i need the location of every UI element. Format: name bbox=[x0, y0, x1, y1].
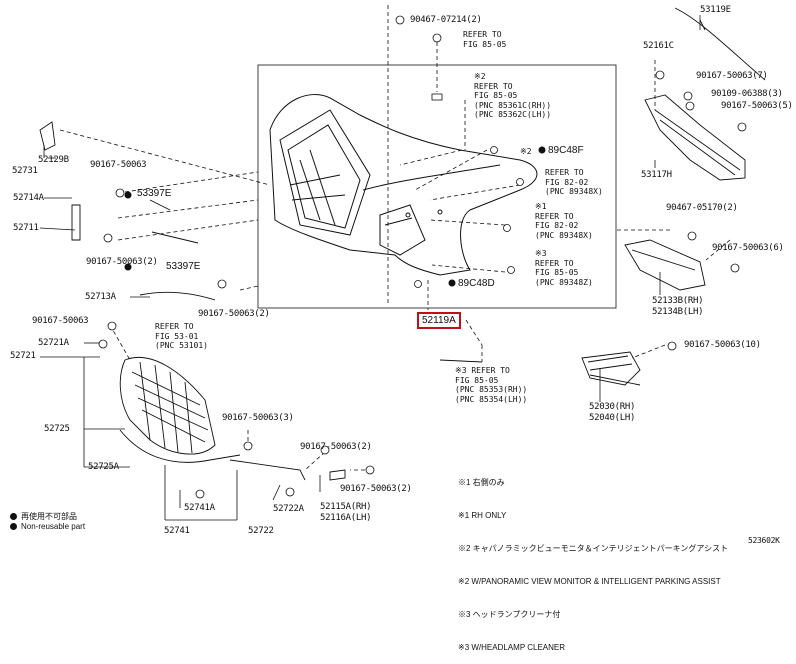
label-90167-50063-2d[interactable]: 90167-50063(2) bbox=[340, 484, 412, 494]
label-52115A[interactable]: 52115A(RH) bbox=[320, 502, 372, 512]
label-52722A[interactable]: 52722A bbox=[273, 504, 304, 514]
label-53397E-a[interactable]: 53397E bbox=[137, 188, 172, 199]
non-reusable-dot-icon bbox=[10, 513, 17, 520]
non-reusable-dot-icon bbox=[10, 523, 17, 530]
ref-mark-2: ※2 bbox=[520, 147, 532, 156]
label-52725A[interactable]: 52725A bbox=[88, 462, 119, 472]
label-90167-50063-2c[interactable]: 90167-50063(2) bbox=[300, 442, 372, 452]
legend: 再使用不可部品 Non-reusable part bbox=[10, 512, 85, 532]
highlighted-part-52119A[interactable]: 52119A bbox=[417, 312, 461, 329]
bracket-drawings bbox=[39, 7, 766, 481]
ref-pnc-85353[interactable]: ※3 REFER TO FIG 85-05 (PNC 85353(RH)) (P… bbox=[455, 366, 528, 404]
label-52711[interactable]: 52711 bbox=[13, 223, 39, 233]
ref-fig-53-01[interactable]: REFER TO FIG 53-01 (PNC 53101) bbox=[155, 322, 208, 350]
label-90167-50063-5[interactable]: 90167-50063(5) bbox=[721, 101, 793, 111]
label-52116A[interactable]: 52116A(LH) bbox=[320, 513, 372, 523]
note-1: ※1 右側のみ bbox=[458, 478, 505, 487]
label-52725[interactable]: 52725 bbox=[44, 424, 70, 434]
label-90167-50063-6[interactable]: 90167-50063(6) bbox=[712, 243, 784, 253]
label-52133B[interactable]: 52133B(RH) bbox=[652, 296, 704, 306]
label-90467-07214[interactable]: 90467-07214(2) bbox=[410, 15, 482, 25]
lamp-bezel-drawing bbox=[581, 351, 641, 386]
label-90167-50063-a[interactable]: 90167-50063 bbox=[90, 160, 147, 170]
label-53119E[interactable]: 53119E bbox=[700, 5, 731, 15]
front-bumper-cover-drawing bbox=[269, 94, 538, 276]
label-89C48F[interactable]: 89C48F bbox=[548, 145, 584, 156]
label-52741[interactable]: 52741 bbox=[164, 526, 190, 536]
label-90109-06388[interactable]: 90109-06388(3) bbox=[711, 89, 783, 99]
label-90167-50063-b[interactable]: 90167-50063 bbox=[32, 316, 89, 326]
non-reusable-dots bbox=[124, 146, 546, 287]
label-52713A[interactable]: 52713A bbox=[85, 292, 116, 302]
ref-fig-85-05-b[interactable]: ※3 REFER TO FIG 85-05 (PNC 89348Z) bbox=[535, 249, 593, 287]
ref-fig-85-05-top[interactable]: REFER TO FIG 85-05 bbox=[463, 30, 507, 49]
label-90167-50063-7[interactable]: 90167-50063(7) bbox=[696, 71, 768, 81]
label-90167-50063-3[interactable]: 90167-50063(3) bbox=[222, 413, 294, 423]
label-90167-50063-2a[interactable]: 90167-50063(2) bbox=[86, 257, 158, 267]
label-52040[interactable]: 52040(LH) bbox=[589, 413, 636, 423]
ref-fig-82-02-a[interactable]: REFER TO FIG 82-02 (PNC 89348X) bbox=[545, 168, 603, 196]
legend-line2: Non-reusable part bbox=[21, 522, 86, 531]
footer-code: 523602K bbox=[748, 536, 780, 545]
lower-grille-drawing bbox=[119, 356, 241, 463]
label-52030[interactable]: 52030(RH) bbox=[589, 402, 636, 412]
label-90467-05170[interactable]: 90467-05170(2) bbox=[666, 203, 738, 213]
note-6: ※3 W/HEADLAMP CLEANER bbox=[458, 643, 566, 652]
parts-diagram-drawing bbox=[39, 5, 766, 521]
label-52134B[interactable]: 52134B(LH) bbox=[652, 307, 704, 317]
note-2: ※1 RH ONLY bbox=[458, 511, 507, 520]
label-89C48D[interactable]: 89C48D bbox=[458, 278, 495, 289]
label-53117H[interactable]: 53117H bbox=[641, 170, 672, 180]
label-52731[interactable]: 52731 bbox=[12, 166, 38, 176]
label-90167-50063-2b[interactable]: 90167-50063(2) bbox=[198, 309, 270, 319]
fastener-symbols bbox=[98, 15, 747, 499]
label-90167-50063-10[interactable]: 90167-50063(10) bbox=[684, 340, 761, 350]
label-52722[interactable]: 52722 bbox=[248, 526, 274, 536]
ref-fig-82-02-b[interactable]: ※1 REFER TO FIG 82-02 (PNC 89348X) bbox=[535, 202, 593, 240]
label-52161C[interactable]: 52161C bbox=[643, 41, 674, 51]
footnotes: ※1 右側のみ ※1 RH ONLY ※2 キャパノラミックビューモニタ＆インテ… bbox=[458, 455, 728, 664]
label-52129B[interactable]: 52129B bbox=[38, 155, 69, 165]
legend-line1: 再使用不可部品 bbox=[21, 512, 77, 521]
note-4: ※2 W/PANORAMIC VIEW MONITOR & INTELLIGEN… bbox=[458, 577, 721, 586]
ref-pnc-85361c[interactable]: ※2 REFER TO FIG 85-05 (PNC 85361C(RH)) (… bbox=[474, 72, 552, 119]
note-5: ※3 ヘッドランプクリーナ付 bbox=[458, 610, 561, 619]
label-53397E-b[interactable]: 53397E bbox=[166, 261, 201, 272]
label-52741A[interactable]: 52741A bbox=[184, 503, 215, 513]
label-52721[interactable]: 52721 bbox=[10, 351, 36, 361]
label-52714A[interactable]: 52714A bbox=[13, 193, 44, 203]
label-52721A[interactable]: 52721A bbox=[38, 338, 69, 348]
